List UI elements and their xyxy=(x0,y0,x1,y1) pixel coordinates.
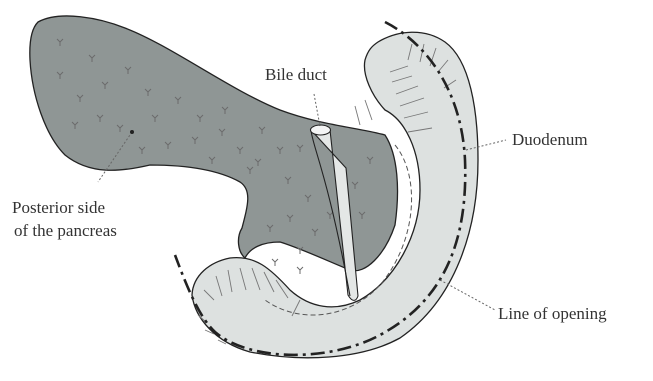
line-of-opening-label: Line of opening xyxy=(498,304,607,323)
bile-duct-label: Bile duct xyxy=(265,65,327,84)
duodenum-label: Duodenum xyxy=(512,130,588,149)
pancreas-pointer-dot xyxy=(130,130,134,134)
tissue-y-mark xyxy=(272,259,278,266)
posterior-side-label-line2: of the pancreas xyxy=(14,221,117,240)
posterior-side-label-line1: Posterior side xyxy=(12,198,105,217)
tissue-y-mark xyxy=(297,267,303,274)
